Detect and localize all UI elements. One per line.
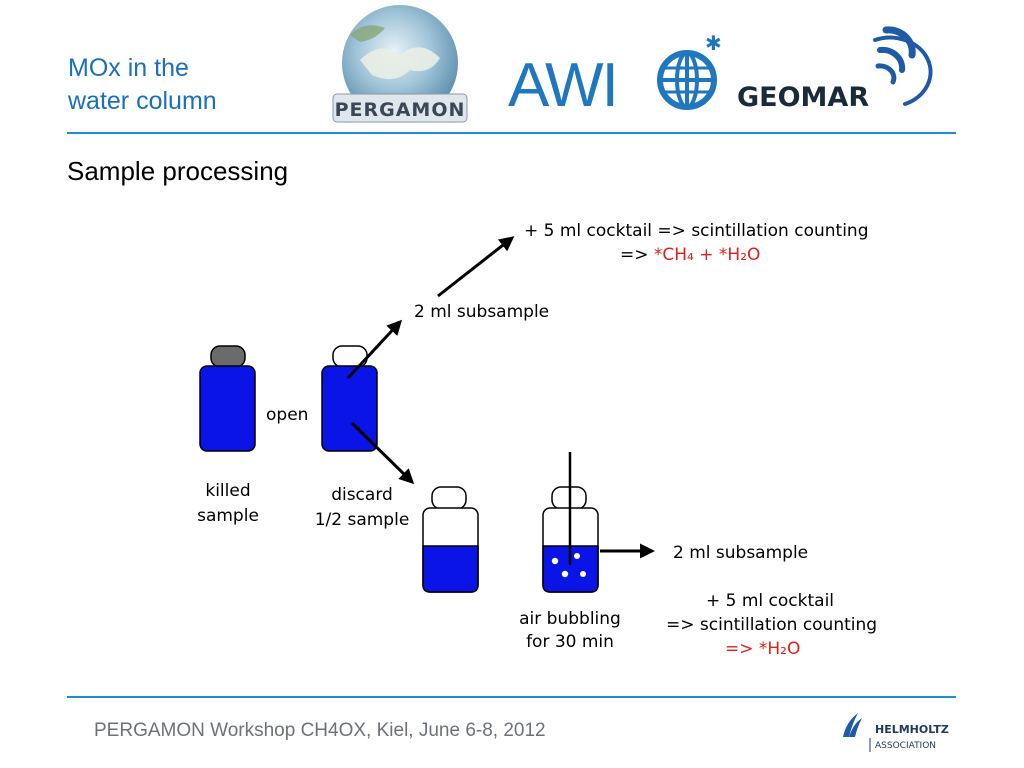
footer-text: PERGAMON Workshop CH4OX, Kiel, June 6-8,… — [94, 720, 546, 741]
geomar-logo: GEOMAR — [737, 26, 933, 113]
awi-logo: AWI ✱ — [508, 31, 722, 120]
opened-vial — [321, 345, 378, 452]
subsample-right-label: 2 ml subsample — [673, 543, 808, 563]
page-title: MOx in the water column — [68, 52, 288, 118]
result-top-line: => *CH₄ + *H₂O — [620, 245, 760, 265]
vial-cap — [210, 345, 246, 368]
awi-globe-icon — [657, 50, 717, 110]
killed-sample-vial — [199, 345, 256, 452]
air-bubbling-label-2: for 30 min — [526, 632, 614, 652]
arrow-to-subsample — [346, 319, 403, 380]
page-title-line2: water column — [68, 87, 217, 115]
arrow-to-cocktail — [437, 236, 515, 298]
cocktail-right-label-2: => scintillation counting — [666, 615, 877, 635]
result-right-label: => *H₂O — [725, 639, 800, 659]
awi-wordmark: AWI — [508, 51, 617, 120]
pergamon-banner — [332, 93, 468, 123]
killed-sample-label-1: killed — [205, 481, 250, 501]
pergamon-wordmark: PERGAMON — [335, 99, 466, 121]
vial-liquid — [542, 545, 599, 593]
geomar-wordmark: GEOMAR — [737, 82, 869, 113]
helmholtz-wordmark-2: ASSOCIATION — [875, 741, 936, 751]
subsample-top-label: 2 ml subsample — [414, 302, 549, 322]
pergamon-land-shape — [360, 47, 440, 79]
vial-liquid — [422, 545, 479, 593]
helmholtz-feather-icon — [843, 713, 862, 737]
open-label: open — [266, 405, 308, 425]
result-top-prefix: => — [620, 245, 649, 265]
vial-cap — [431, 486, 467, 510]
pergamon-land-shape-2 — [350, 25, 385, 42]
arrow-to-half-vial — [350, 421, 415, 485]
discard-label-1: discard — [331, 485, 393, 505]
vial-body — [321, 365, 378, 452]
footer-divider — [67, 696, 956, 698]
header-divider — [67, 132, 956, 134]
pergamon-logo: PERGAMON — [332, 5, 468, 123]
killed-sample-label-2: sample — [197, 506, 259, 526]
result-top-red: *CH₄ + *H₂O — [654, 245, 761, 265]
air-bubbles — [551, 553, 586, 578]
helmholtz-wordmark-1: HELMHOLTZ — [875, 723, 949, 736]
discard-label-2: 1/2 sample — [315, 510, 410, 530]
helmholtz-logo: HELMHOLTZ ASSOCIATION — [843, 713, 949, 752]
bubbling-vial — [542, 452, 599, 593]
cocktail-top-label: + 5 ml cocktail => scintillation countin… — [524, 221, 869, 241]
page-title-line1: MOx in the — [68, 54, 189, 82]
awi-star-icon: ✱ — [705, 31, 722, 55]
geomar-wave-icon — [873, 26, 933, 106]
cocktail-right-label-1: + 5 ml cocktail — [706, 591, 834, 611]
section-title: Sample processing — [67, 156, 289, 186]
half-sample-vial — [422, 486, 479, 593]
air-bubbling-label-1: air bubbling — [519, 609, 621, 629]
vial-body — [199, 365, 256, 452]
